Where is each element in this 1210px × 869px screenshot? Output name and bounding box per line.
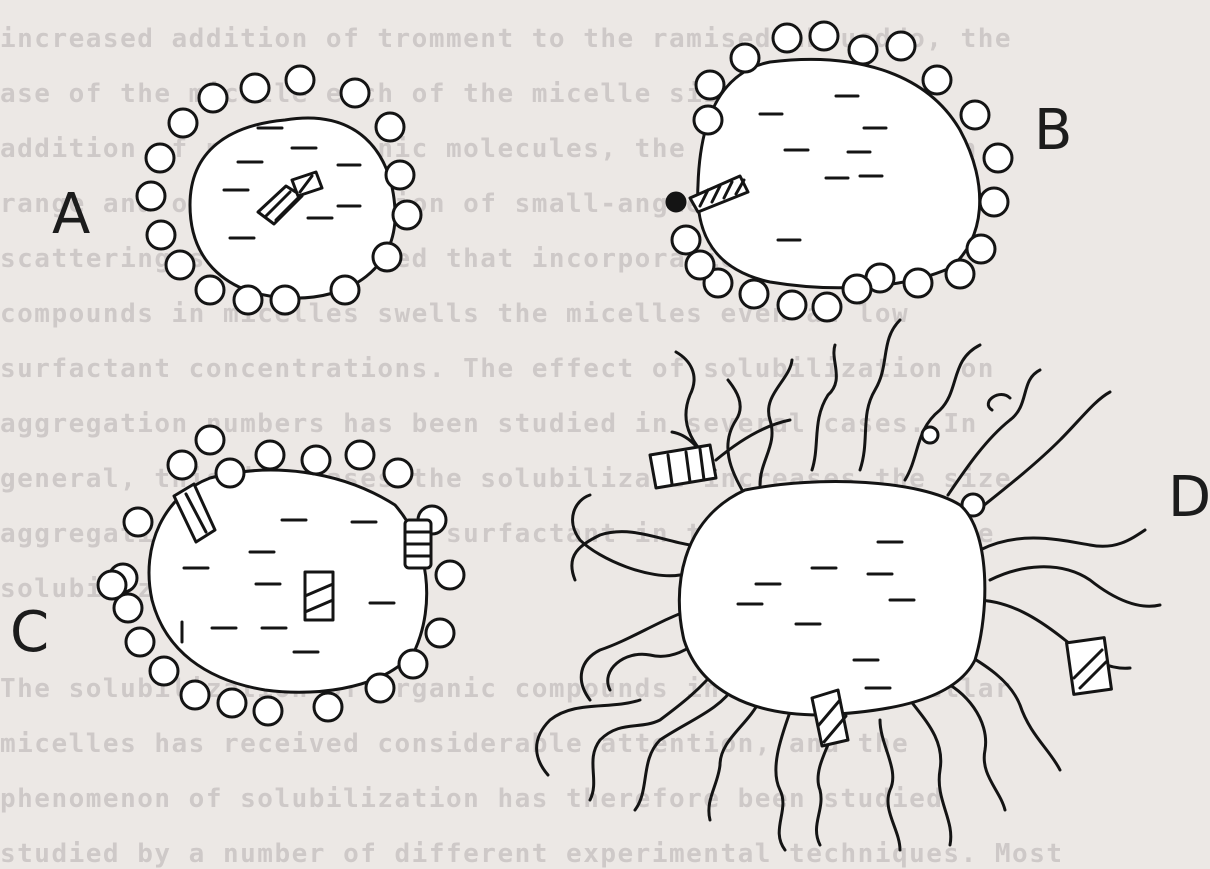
panel-label-c: C: [10, 600, 49, 665]
panel-label-a: A: [52, 182, 90, 247]
micelle-d: [537, 320, 1160, 850]
micelle-b: [667, 22, 1012, 321]
micelle-a: [137, 66, 421, 314]
panel-label-d: D: [1168, 465, 1210, 530]
micelle-c: [98, 426, 464, 725]
micelle-a-core: [190, 118, 395, 298]
micelle-d-core: [679, 482, 985, 715]
panel-label-b: B: [1034, 98, 1072, 163]
